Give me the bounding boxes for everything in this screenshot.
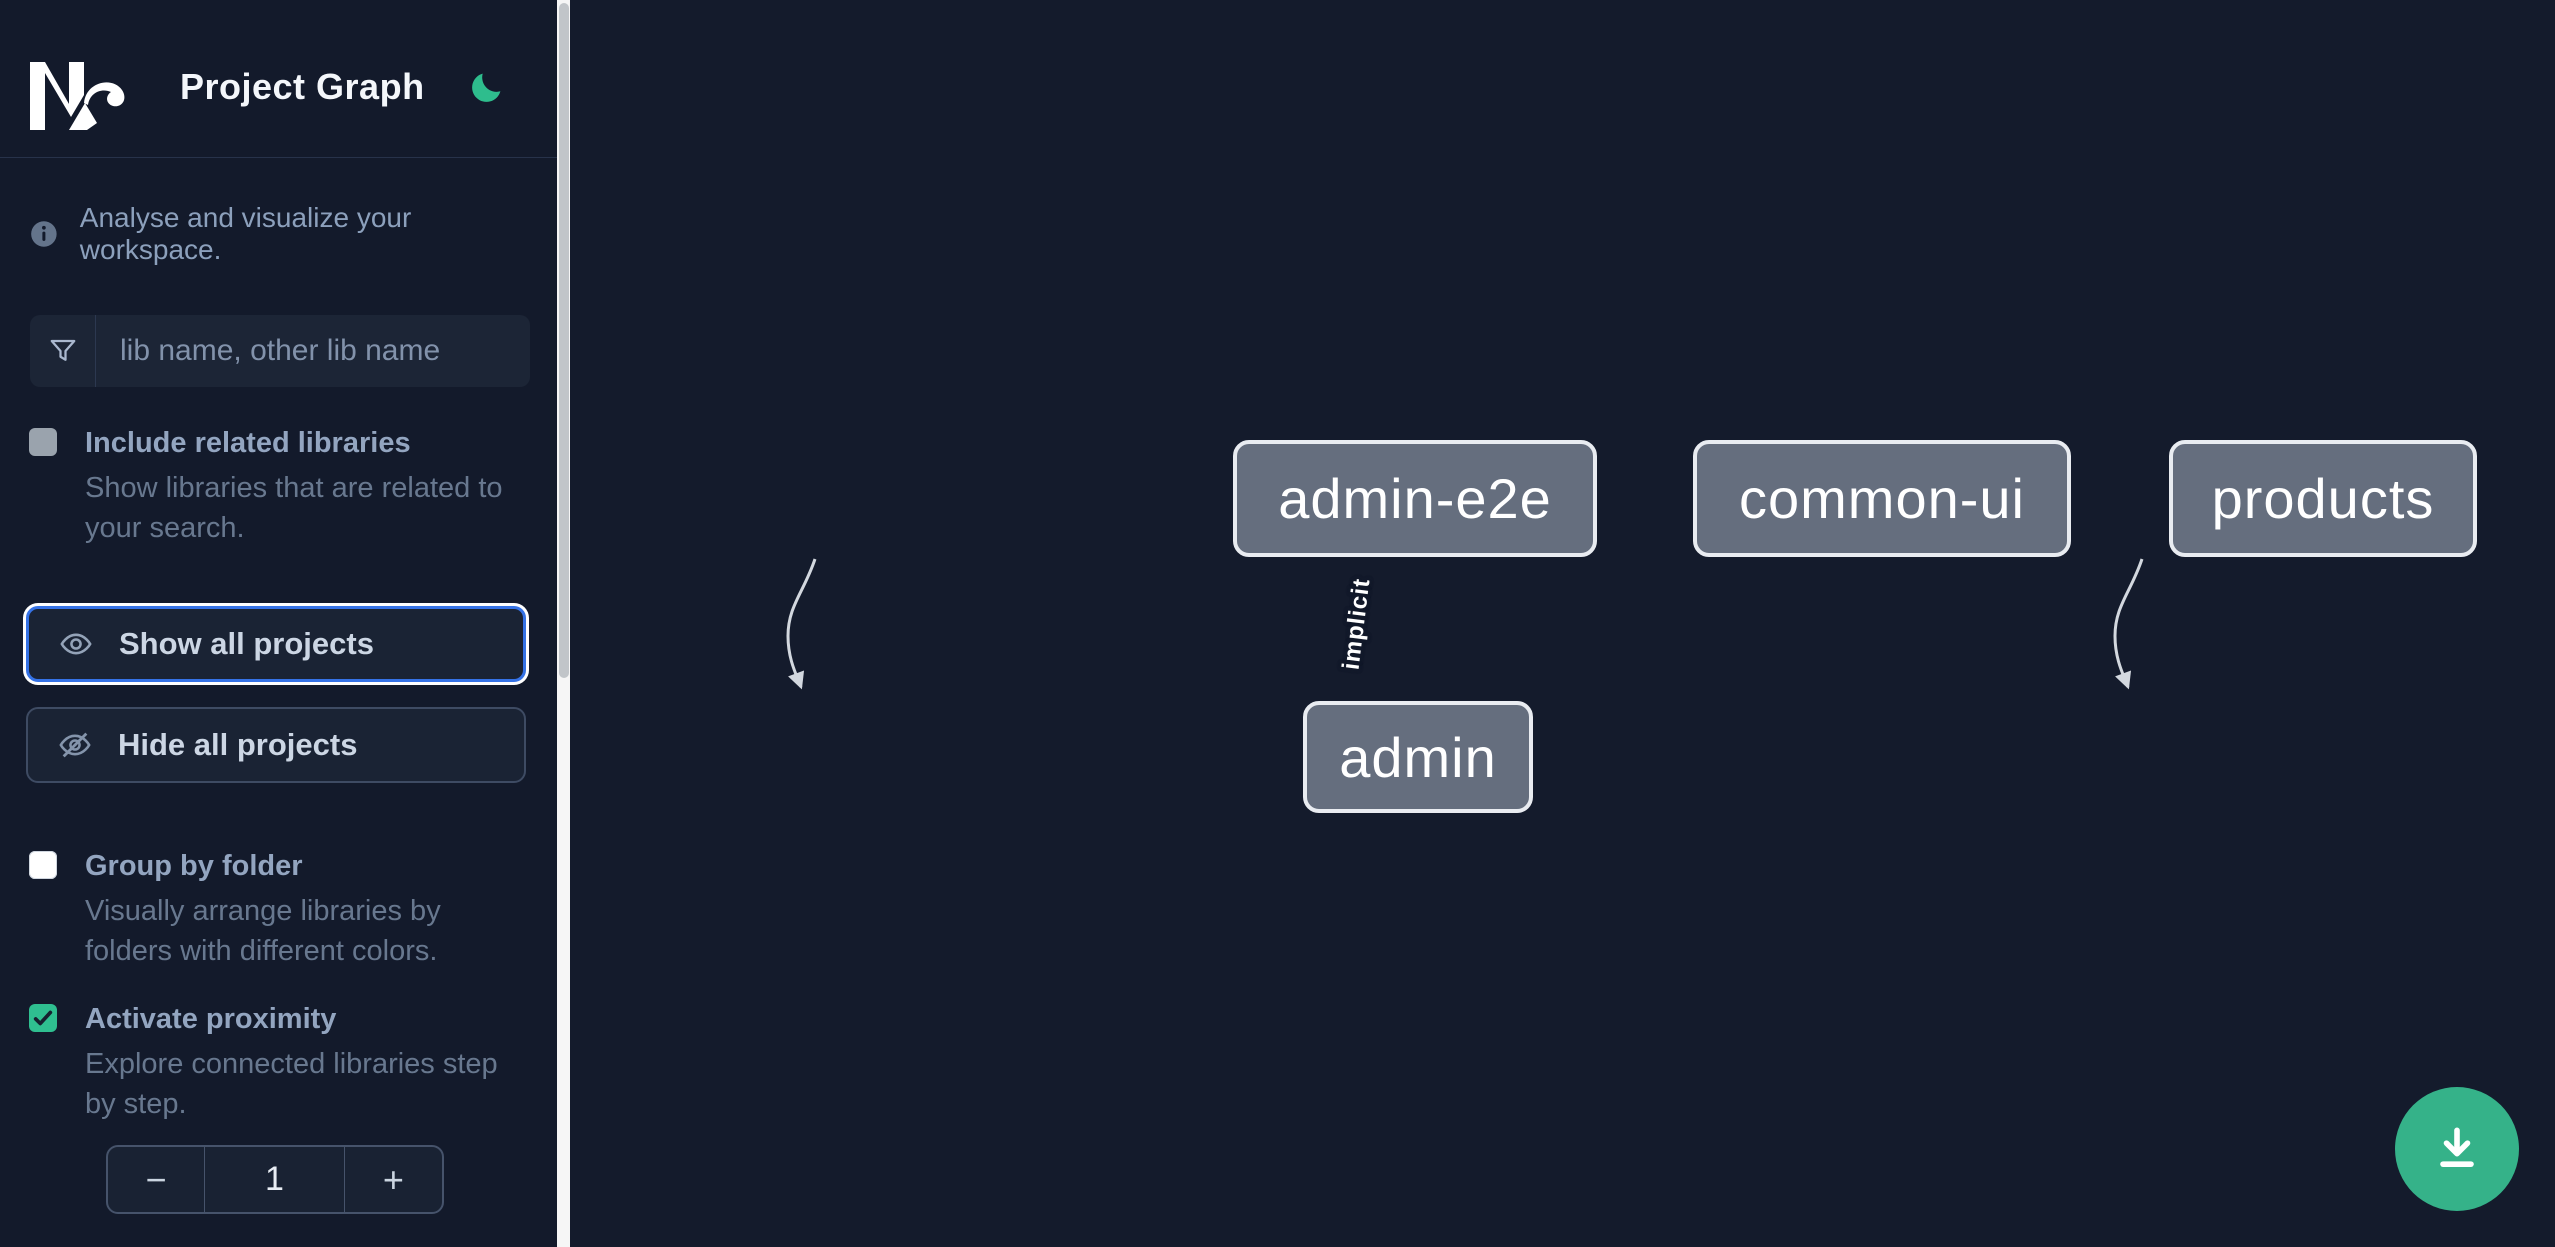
toggle-description: Show libraries that are related to your … — [85, 472, 503, 544]
checkbox-activate-proximity[interactable] — [29, 1004, 57, 1032]
graph-canvas[interactable]: admin-e2e common-ui products store-e2e a… — [570, 0, 2555, 1247]
filter-funnel-icon — [30, 315, 96, 387]
button-label: Show all projects — [119, 626, 374, 661]
eye-icon — [60, 633, 92, 655]
sidebar-scrollbar-track[interactable] — [557, 0, 570, 1247]
search-box — [30, 315, 530, 387]
graph-node-admin-e2e[interactable]: admin-e2e — [1233, 440, 1597, 557]
moon-icon[interactable] — [468, 70, 504, 106]
proximity-depth-stepper: − 1 + — [106, 1145, 444, 1214]
graph-edges — [786, 558, 2144, 690]
page-title: Project Graph — [180, 66, 425, 107]
sidebar: Project Graph Analyse and visualize your… — [0, 0, 557, 1247]
nx-logo — [30, 62, 125, 130]
checkbox-include-related-libraries[interactable] — [29, 428, 57, 456]
checkbox-group-by-folder[interactable] — [29, 851, 57, 879]
eye-off-icon — [59, 732, 91, 758]
tagline-text: Analyse and visualize your workspace. — [79, 202, 412, 265]
toggle-label: Include related libraries — [85, 427, 411, 459]
download-icon — [2440, 1127, 2474, 1167]
info-icon — [31, 221, 57, 247]
edge-label-implicit-admin: implicit — [1337, 576, 1376, 672]
graph-node-admin[interactable]: admin — [1303, 701, 1533, 813]
graph-node-common-ui[interactable]: common-ui — [1693, 440, 2071, 557]
decrement-button[interactable]: − — [108, 1147, 206, 1212]
search-input[interactable] — [96, 315, 530, 387]
toggle-include-related-libraries: Include related libraries Show libraries… — [29, 426, 529, 548]
show-all-projects-button[interactable]: Show all projects — [26, 606, 526, 682]
sidebar-header: Project Graph — [0, 0, 557, 158]
toggle-description: Explore connected libraries step by step… — [85, 1048, 498, 1120]
button-label: Hide all projects — [118, 727, 358, 762]
edge-store-e2e-to-store — [2113, 558, 2144, 690]
hide-all-projects-button[interactable]: Hide all projects — [26, 707, 526, 783]
toggle-activate-proximity: Activate proximity Explore connected lib… — [29, 1002, 529, 1124]
graph-node-products[interactable]: products — [2169, 440, 2477, 557]
toggle-description: Visually arrange libraries by folders wi… — [85, 895, 441, 967]
increment-button[interactable]: + — [343, 1147, 442, 1212]
depth-value[interactable]: 1 — [265, 1160, 284, 1198]
checkmark-icon — [33, 1010, 53, 1026]
edge-admin-e2e-to-admin — [786, 558, 817, 690]
toggle-group-by-folder: Group by folder Visually arrange librari… — [29, 849, 529, 971]
tagline-row: Analyse and visualize your workspace. — [30, 202, 557, 266]
download-graph-button[interactable] — [2395, 1087, 2519, 1211]
toggle-label: Group by folder — [85, 850, 303, 882]
sidebar-scrollbar-thumb[interactable] — [558, 3, 569, 678]
toggle-label: Activate proximity — [85, 1003, 337, 1035]
